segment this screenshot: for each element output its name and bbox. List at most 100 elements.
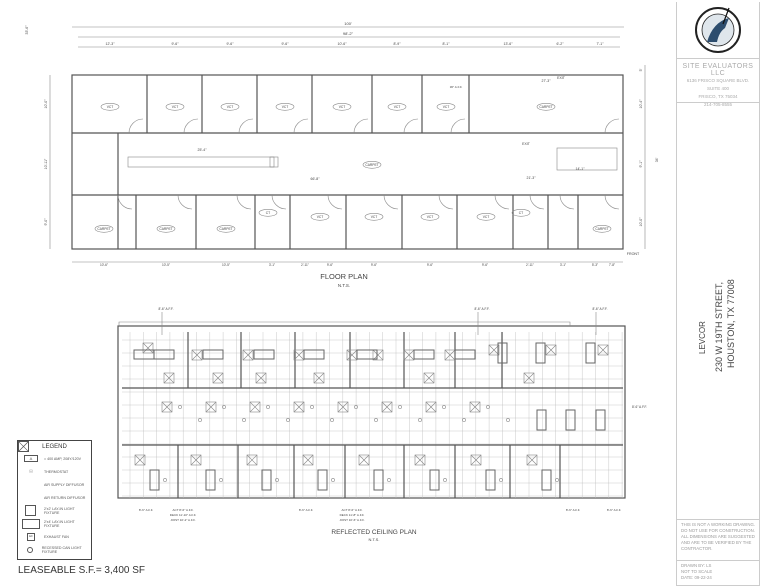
door-swing — [128, 118, 144, 134]
exhaust-fan-icon: EF — [22, 532, 40, 541]
leaseable-area: LEASEABLE S.F.= 3,400 SF — [18, 565, 146, 576]
air-supply-diffusor — [161, 401, 173, 413]
ceiling-height-note: 8'-6" A.F.F. — [299, 508, 313, 512]
ceiling-height-note: 8'-6" A.F.F. — [474, 307, 489, 311]
not-to-scale: NOT TO SCALE — [681, 569, 713, 574]
room-tag — [165, 103, 185, 111]
air-supply-diffusor — [403, 349, 415, 361]
room-label: CT — [519, 211, 523, 215]
right-dimension: 34' — [655, 157, 659, 162]
air-supply-diffusor — [469, 401, 481, 413]
room-tag — [156, 225, 176, 233]
room-tag — [511, 209, 531, 217]
floor-plan-outline — [71, 74, 624, 250]
recessed-can-light-icon — [22, 546, 38, 553]
light-2x4-icon — [22, 518, 40, 529]
room-label: CT — [266, 211, 270, 215]
door-swing — [604, 118, 620, 134]
ceiling-height-note: ACT 8'-6" A.F.F. — [342, 508, 363, 512]
recessed-can-light — [275, 478, 279, 482]
door-swing — [383, 194, 399, 210]
air-supply-diffusor — [302, 454, 314, 466]
room-tag — [100, 103, 120, 111]
air-supply-diffusor — [313, 372, 325, 384]
light-fixture-2x4 — [261, 469, 272, 491]
door-swing — [604, 194, 620, 210]
drawing-info: DRAWN BY: LS NOT TO SCALE DATE: 09-22-24 — [676, 560, 760, 586]
office-dimension: 14'-1" — [576, 167, 586, 171]
air-supply-diffusor — [255, 372, 267, 384]
ceiling-height-note: 8'-6" A.F.F. — [592, 307, 607, 311]
bottom-dimension: 3'-1" — [560, 263, 566, 267]
air-supply-diffusor — [293, 401, 305, 413]
overall-dimension: 98'-2" — [343, 31, 354, 36]
counter — [127, 156, 275, 168]
recessed-can-light — [242, 418, 246, 422]
light-fixture-2x4 — [536, 409, 547, 431]
recessed-can-light — [462, 418, 466, 422]
room-tag — [364, 213, 384, 221]
project-name: LEVCOR — [698, 321, 707, 354]
door-swing — [117, 194, 133, 210]
air-supply-diffusor — [205, 401, 217, 413]
light-fixture-2x4 — [595, 409, 606, 431]
room-tag — [536, 103, 556, 111]
light-fixture-2x4 — [535, 342, 546, 364]
room-label: CARPET — [97, 227, 110, 231]
ceiling-height-note: 8'-6" A.F.F. — [158, 307, 173, 311]
air-supply-diffusor — [249, 401, 261, 413]
legend-item: RECESSED CAN LIGHT FIXTURE — [18, 543, 91, 556]
ceiling-height-note: 8'-6" A.F.F. — [607, 508, 621, 512]
air-supply-diffusor — [414, 454, 426, 466]
recessed-can-light — [486, 405, 490, 409]
air-supply-diffusor — [134, 454, 146, 466]
air-supply-diffusor — [163, 372, 175, 384]
door-swing — [529, 194, 545, 210]
recessed-can-light — [266, 405, 270, 409]
project-address-1: 230 W 19TH STREET, — [714, 281, 724, 372]
recessed-can-light — [506, 418, 510, 422]
project-box — [676, 102, 760, 519]
air-supply-diffusor — [163, 372, 175, 384]
air-supply-diffusor — [142, 342, 154, 354]
light-fixture-2x4 — [413, 349, 435, 360]
light-fixture-2x4 — [565, 409, 576, 431]
room-dimension: 27'-3" — [542, 79, 552, 83]
left-dimension: 9'-0" — [44, 218, 48, 226]
ceiling-height-note: JOIST 10'-2" A.F.F. — [170, 518, 195, 522]
air-supply-diffusor — [425, 401, 437, 413]
light-fixture-2x4 — [356, 349, 378, 360]
air-supply-diffusor — [190, 454, 202, 466]
room-label: CARPET — [365, 163, 378, 167]
room-label: VCT — [443, 105, 450, 109]
air-supply-diffusor — [242, 349, 254, 361]
room-tag — [220, 103, 240, 111]
air-supply-diffusor — [205, 401, 217, 413]
room-label: VCT — [339, 105, 346, 109]
air-supply-diffusor — [372, 349, 384, 361]
ceiling-outline — [118, 321, 571, 326]
room-tag — [216, 225, 236, 233]
recessed-can-light — [330, 418, 334, 422]
legend-title: LEGEND — [42, 444, 67, 450]
room-label: CARPET — [219, 227, 232, 231]
door-swing — [353, 118, 369, 134]
recessed-can-light — [286, 418, 290, 422]
top-dimension: 9'-6" — [227, 42, 235, 46]
room-label: CARPET — [159, 227, 172, 231]
legend-label: RECESSED CAN LIGHT FIXTURE — [41, 545, 82, 554]
bottom-dimension: 9'-6" — [327, 263, 333, 267]
ceiling-height-note: ACT 8'-6" A.F.F. — [173, 508, 194, 512]
recessed-can-light — [331, 478, 335, 482]
counter-dimension: 25'-4" — [198, 148, 208, 152]
recessed-can-light — [178, 405, 182, 409]
ceiling-plan-title: REFLECTED CEILING PLAN — [331, 529, 417, 536]
air-supply-diffusor — [255, 372, 267, 384]
air-supply-diffusor — [372, 349, 384, 361]
recessed-can-light — [555, 478, 559, 482]
bottom-dimension: 10'-6" — [100, 263, 108, 267]
recessed-can-light — [354, 405, 358, 409]
air-supply-diffusor — [381, 401, 393, 413]
